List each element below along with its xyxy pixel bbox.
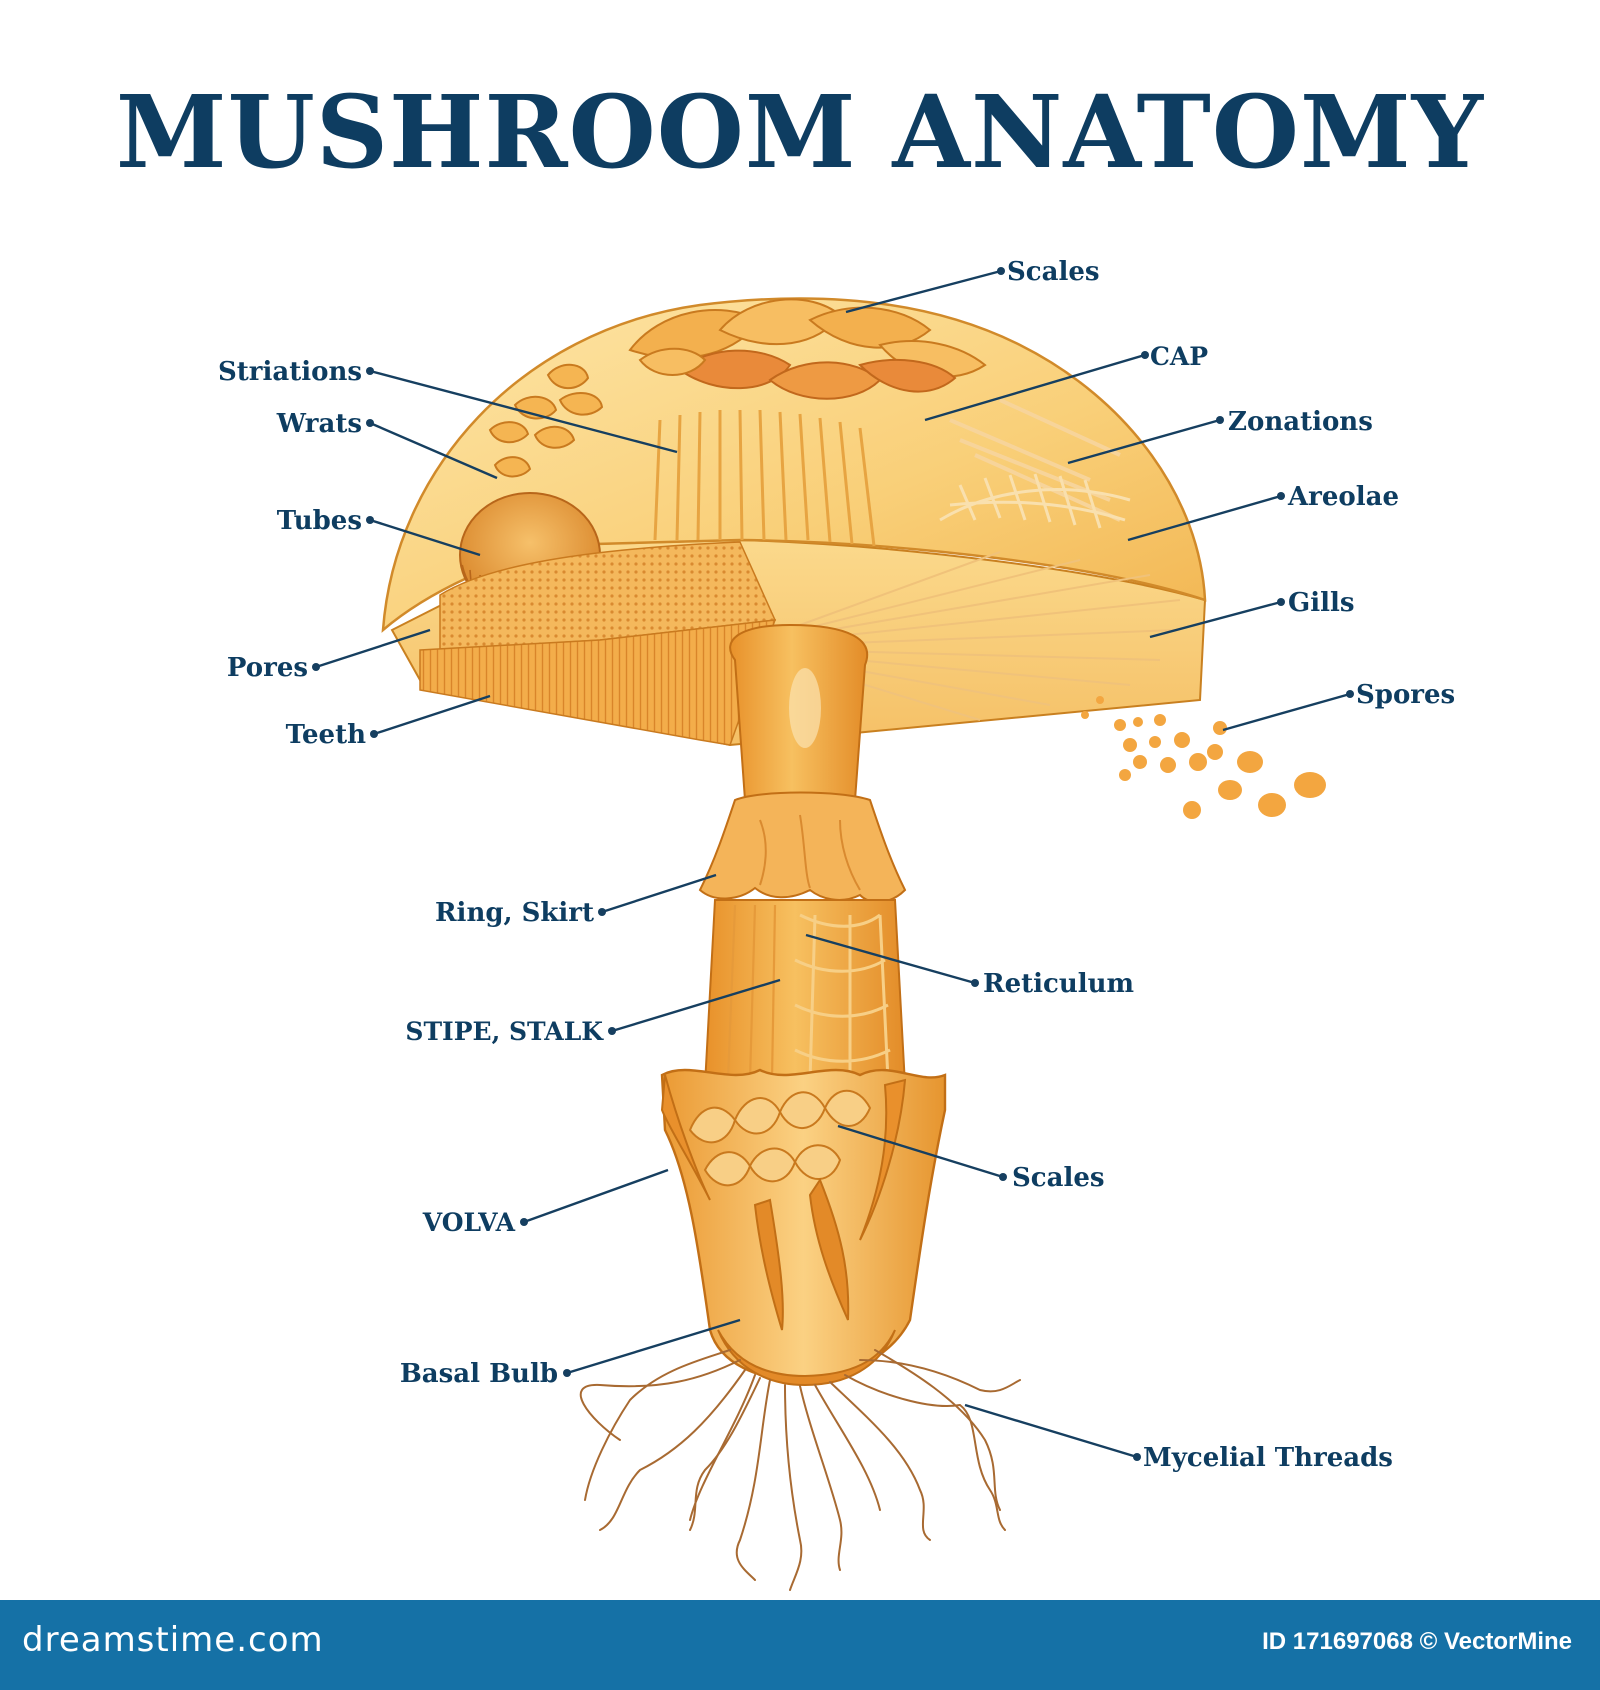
cap-scales: [628, 298, 987, 400]
page-title: MUSHROOM ANATOMY: [115, 73, 1485, 191]
label-teeth: Teeth: [286, 720, 366, 750]
stipe: [698, 623, 907, 1086]
volva: [660, 1068, 947, 1387]
label-basal-bulb: Basal Bulb: [400, 1359, 558, 1389]
label-striations: Striations: [218, 357, 362, 387]
label-reticulum: Reticulum: [983, 969, 1134, 999]
label-mycelial-threads: Mycelial Threads: [1143, 1443, 1393, 1473]
label-zonations: Zonations: [1228, 407, 1373, 437]
teeth: [419, 619, 777, 746]
leader-lines: [312, 267, 1354, 1461]
labels: Scales CAP Zonations Areolae Gills Spore…: [218, 257, 1455, 1473]
label-tubes: Tubes: [277, 506, 362, 536]
label-pores: Pores: [227, 653, 308, 683]
striations: [653, 409, 876, 547]
reticulum: [794, 913, 891, 1081]
label-cap: CAP: [1150, 342, 1208, 371]
label-ring-skirt: Ring, Skirt: [435, 898, 594, 928]
spores: [1081, 696, 1326, 819]
label-scales-bottom: Scales: [1012, 1163, 1105, 1193]
basal-bulb: [717, 1329, 896, 1387]
label-gills: Gills: [1288, 588, 1354, 618]
ring-skirt: [698, 791, 907, 903]
volva-scales: [688, 1089, 872, 1187]
warts: [488, 363, 604, 478]
label-areolae: Areolae: [1287, 482, 1399, 512]
label-scales-top: Scales: [1007, 257, 1100, 287]
mushroom-diagram: Scales CAP Zonations Areolae Gills Spore…: [218, 257, 1455, 1591]
areolae: [939, 473, 1131, 529]
footer-image-id: ID 171697068 © VectorMine: [1262, 1628, 1572, 1655]
label-stipe-stalk: STIPE, STALK: [405, 1017, 604, 1046]
cap-dome: [381, 297, 1207, 633]
mycelial-threads: [579, 1349, 1021, 1591]
label-volva: VOLVA: [422, 1208, 516, 1237]
pores: [439, 541, 777, 651]
footer-bar: dreamstime.com ID 171697068 © VectorMine: [0, 1600, 1600, 1690]
label-wrats: Wrats: [276, 409, 362, 439]
footer-brand[interactable]: dreamstime.com: [22, 1620, 324, 1660]
label-spores: Spores: [1356, 680, 1455, 710]
